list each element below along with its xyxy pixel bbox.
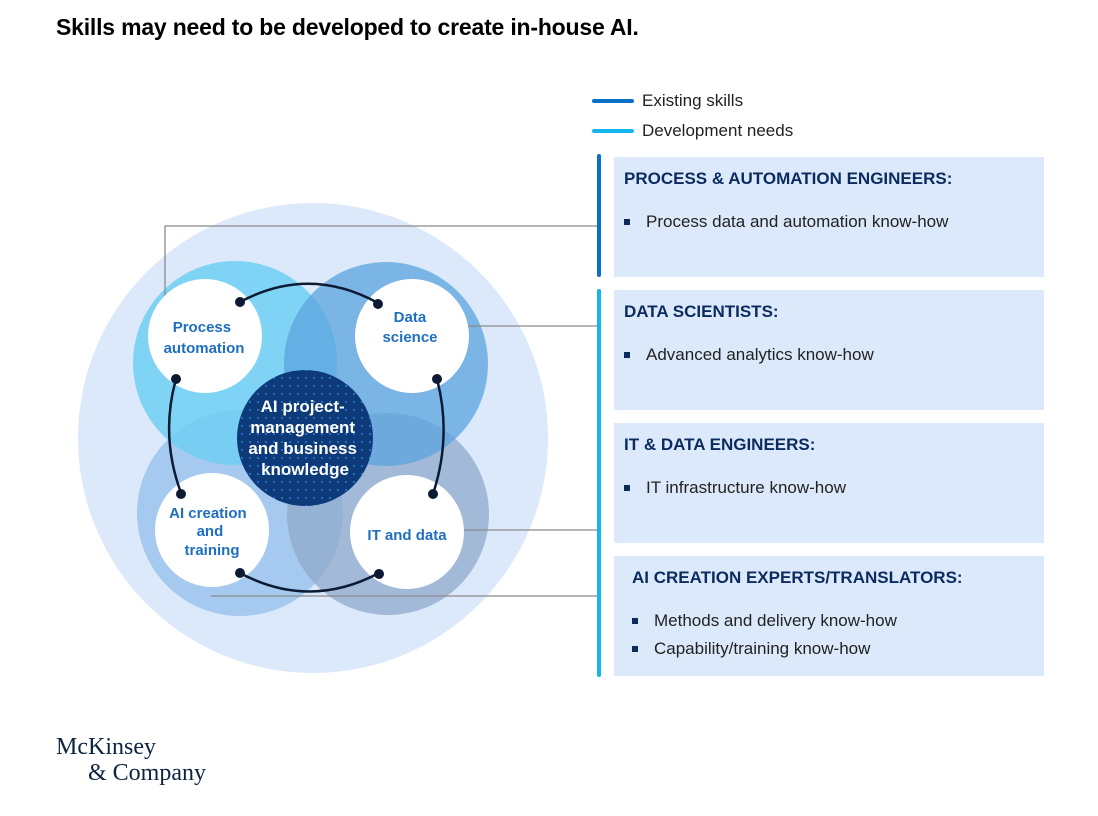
legend-label: Existing skills <box>642 91 744 110</box>
arc-left <box>167 378 183 494</box>
card-item-text: Capability/training know-how <box>654 639 871 658</box>
bullet-icon <box>632 646 638 652</box>
card-item-text: IT infrastructure know-how <box>646 478 846 497</box>
bullet-icon <box>632 618 638 624</box>
arc-dot <box>176 489 186 499</box>
arc-right <box>431 378 445 495</box>
card-title: DATA SCIENTISTS: <box>624 302 779 321</box>
bullet-icon <box>624 219 630 225</box>
node-label-it: IT and data <box>367 527 447 544</box>
card-item-text: Methods and delivery know-how <box>654 611 897 630</box>
node-ai <box>155 473 269 587</box>
card-items: Advanced analytics know-how <box>624 336 874 374</box>
node-label-line: science <box>382 329 437 346</box>
node-data <box>355 279 469 393</box>
arc-dot <box>374 569 384 579</box>
node-process <box>148 279 262 393</box>
card-items: Process data and automation know-how <box>624 203 948 241</box>
center-label-line: and business <box>248 439 357 458</box>
center-label-line: management <box>250 418 355 437</box>
card-item-text: Advanced analytics know-how <box>646 345 874 364</box>
connector-process <box>164 225 598 297</box>
node-label-line: and <box>197 523 224 540</box>
legend-item-development: Development needs <box>592 116 793 146</box>
card-item: IT infrastructure know-how <box>624 469 846 507</box>
development-needs-bar <box>597 289 601 677</box>
legend-label: Development needs <box>642 121 794 140</box>
card-item-text: Process data and automation know-how <box>646 212 949 231</box>
card-items: IT infrastructure know-how <box>624 469 846 507</box>
node-label-line: training <box>185 542 240 559</box>
arc-dot <box>428 489 438 499</box>
arc-dot <box>373 299 383 309</box>
card-ai-creation-experts: AI CREATION EXPERTS/TRANSLATORS: Methods… <box>614 556 1044 676</box>
bullet-icon <box>624 352 630 358</box>
legend-line-development <box>592 129 634 133</box>
arc-dot <box>171 374 181 384</box>
center-circle <box>237 370 373 506</box>
existing-skills-bar <box>597 154 601 277</box>
card-data-scientists: DATA SCIENTISTS: Advanced analytics know… <box>614 290 1044 410</box>
card-item: Advanced analytics know-how <box>624 336 874 374</box>
arc-dot <box>235 568 245 578</box>
card-item: Capability/training know-how <box>632 630 897 668</box>
arc-bottom <box>239 571 380 593</box>
node-label-line: Process <box>173 319 231 336</box>
mckinsey-logo: McKinsey & Company <box>56 734 206 786</box>
arc-dot <box>235 297 245 307</box>
bullet-icon <box>624 485 630 491</box>
node-label-line: IT and data <box>367 527 447 544</box>
card-items: Methods and delivery know-how Capability… <box>632 602 897 668</box>
node-label-process: Process automation <box>164 319 245 357</box>
node-label-line: Data <box>394 309 427 326</box>
legend-line-existing <box>592 99 634 103</box>
node-label-data: Data science <box>382 309 437 346</box>
center-label: AI project- management and business know… <box>248 397 361 479</box>
logo-line: McKinsey <box>56 734 156 760</box>
node-it <box>350 475 464 589</box>
legend-item-existing: Existing skills <box>592 86 793 116</box>
arc-top <box>239 282 379 305</box>
logo-line: & Company <box>88 760 206 786</box>
center-label-line: knowledge <box>261 460 349 479</box>
card-it-data-engineers: IT & DATA ENGINEERS: IT infrastructure k… <box>614 423 1044 543</box>
card-title: PROCESS & AUTOMATION ENGINEERS: <box>624 169 953 188</box>
card-title: AI CREATION EXPERTS/TRANSLATORS: <box>632 568 963 587</box>
card-item: Process data and automation know-how <box>624 203 948 241</box>
chart-title: Skills may need to be developed to creat… <box>56 14 639 40</box>
node-label-line: AI creation <box>169 505 247 522</box>
node-label-ai: AI creation and training <box>169 505 251 559</box>
card-process-automation-engineers: PROCESS & AUTOMATION ENGINEERS: Process … <box>614 157 1044 277</box>
legend: Existing skills Development needs <box>592 86 793 146</box>
arc-dot <box>432 374 442 384</box>
center-label-line: AI project- <box>261 397 345 416</box>
node-label-line: automation <box>164 340 245 357</box>
card-item: Methods and delivery know-how <box>632 602 897 640</box>
card-title: IT & DATA ENGINEERS: <box>624 435 816 454</box>
